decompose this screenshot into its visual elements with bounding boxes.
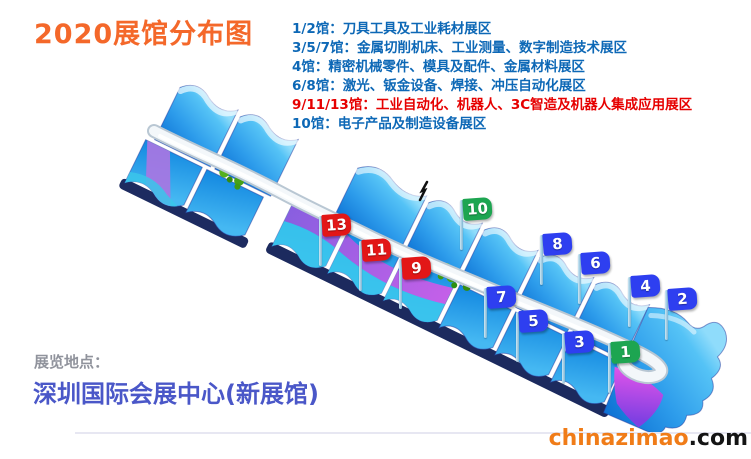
flag-banner: 7 [486, 285, 517, 309]
flag-11[interactable]: 11 [359, 238, 393, 316]
divider-line [75, 432, 751, 434]
flag-pole [628, 277, 631, 327]
hall-roof [549, 338, 624, 405]
roof-highlight [593, 282, 650, 312]
flag-pole [399, 259, 402, 309]
legend-item-hall-4: 4馆：精密机械零件、模具及配件、金属材料展区 [292, 59, 585, 75]
hall-base-strip [266, 242, 611, 418]
flag-pole [578, 254, 581, 304]
watermark-suffix: .com [688, 426, 748, 451]
roof-highlight [537, 255, 594, 284]
flag-banner: 1 [610, 340, 641, 364]
flag-pole [516, 312, 519, 362]
legend-item-hall-1-2: 1/2馆：刀具工具及工业耗材展区 [292, 21, 492, 37]
flag-banner: 8 [542, 232, 573, 256]
watermark: chinazimao.com [549, 426, 748, 451]
legend-item-hall-3-5-7: 3/5/7馆：金属切削机床、工业测量、数字制造技术展区 [292, 40, 628, 56]
flag-pole [540, 235, 543, 285]
hall-roof [184, 168, 265, 237]
flag-pole [359, 241, 362, 291]
hall-roof [438, 284, 512, 350]
flag-banner: 11 [361, 238, 392, 262]
flag-banner: 6 [580, 251, 611, 275]
flag-4[interactable]: 4 [628, 274, 662, 352]
hall-base-strip [119, 178, 249, 248]
flag-pole [484, 288, 487, 338]
location-label: 展览地点： [34, 353, 110, 371]
flag-pole [460, 200, 463, 250]
flag-6[interactable]: 6 [578, 251, 612, 329]
flag-pole [319, 216, 322, 266]
legend-item-hall-10: 10馆：电子产品及制造设备展区 [292, 116, 487, 132]
flag-banner: 13 [321, 213, 352, 237]
flag-2[interactable]: 2 [665, 287, 699, 365]
roof-highlight [355, 167, 427, 201]
flag-5[interactable]: 5 [516, 309, 550, 387]
hall-roof [493, 311, 568, 377]
flag-banner: 2 [667, 287, 698, 311]
flag-pole [562, 333, 565, 383]
flag-10[interactable]: 10 [460, 197, 494, 275]
flag-pole [608, 343, 611, 393]
flag-9[interactable]: 9 [399, 256, 433, 334]
flag-banner: 10 [462, 197, 493, 221]
roof-highlight [482, 228, 538, 257]
location-name: 深圳国际会展中心(新展馆) [33, 380, 319, 408]
roof-highlight [426, 200, 483, 230]
flag-13[interactable]: 13 [319, 213, 353, 291]
flag-banner: 5 [518, 309, 549, 333]
flag-7[interactable]: 7 [484, 285, 518, 363]
flag-pole [665, 290, 668, 340]
page-title: 2020展馆分布图 [34, 19, 254, 50]
flag-banner: 3 [564, 330, 595, 354]
flag-3[interactable]: 3 [562, 330, 596, 408]
flag-banner: 4 [630, 274, 661, 298]
roof-highlight [648, 313, 697, 335]
legend: 1/2馆：刀具工具及工业耗材展区 3/5/7馆：金属切削机床、工业测量、数字制造… [292, 20, 747, 134]
landmark-icon [418, 180, 429, 202]
flag-1[interactable]: 1 [608, 340, 642, 418]
flag-8[interactable]: 8 [540, 232, 574, 310]
roof-highlight [177, 85, 238, 117]
watermark-brand: chinazimao [548, 426, 689, 451]
legend-item-hall-6-8: 6/8馆：激光、钣金设备、焊接、冲压自动化展区 [292, 78, 586, 94]
legend-item-hall-9-11-13: 9/11/13馆：工业自动化、机器人、3C智造及机器人集成应用展区 [292, 97, 693, 113]
flag-banner: 9 [401, 256, 432, 280]
roof-highlight [237, 114, 299, 146]
magenta-tail [614, 366, 664, 428]
